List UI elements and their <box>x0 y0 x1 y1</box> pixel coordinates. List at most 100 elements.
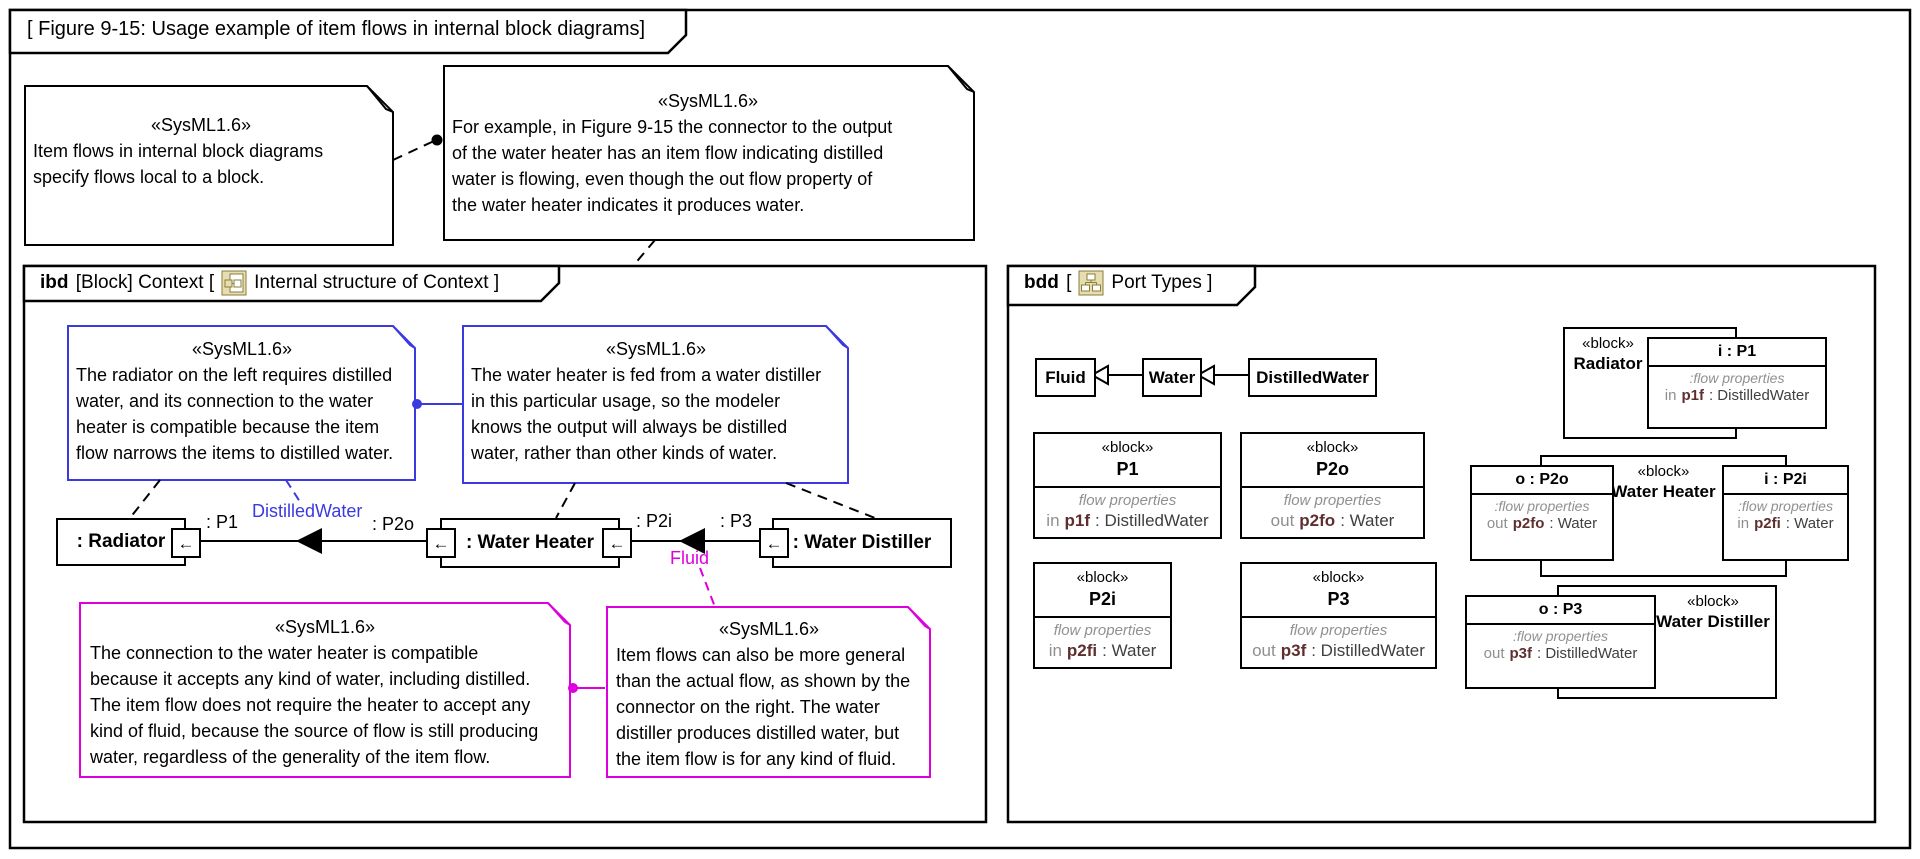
port-header: o : P3 <box>1467 597 1654 625</box>
stereotype: «SysML1.6» <box>718 619 820 639</box>
type-fluid: Fluid <box>1035 358 1096 397</box>
type-label: Fluid <box>1045 367 1086 387</box>
compartment-label: flow properties <box>1283 492 1382 509</box>
figure-title: [ Figure 9-15: Usage example of item flo… <box>27 18 646 40</box>
flow-in-arrow-icon: ← <box>608 533 626 553</box>
stereotype: «block» <box>1076 569 1129 586</box>
compartment-label: flow properties <box>1289 622 1388 639</box>
note-line: The water heater is fed from a water dis… <box>471 365 822 385</box>
note-item-flows-local: «SysML1.6» Item flows in internal block … <box>33 112 369 190</box>
note-shape-blue-left <box>67 325 416 481</box>
block-name: Water Heater <box>1611 482 1716 501</box>
bdd-tab: bdd [ Port Types ] <box>1024 270 1212 296</box>
stereotype: «block» <box>1312 569 1365 586</box>
note-item-flows-general: «SysML1.6» Item flows can also be more g… <box>616 616 922 772</box>
bdd-tab-title: Port Types ] <box>1111 272 1213 293</box>
part-water-heater: : Water Heater <box>440 518 620 568</box>
note-line: flow narrows the items to distilled wate… <box>76 443 394 463</box>
note-line: knows the output will always be distille… <box>471 417 788 437</box>
flow-in-arrow-icon: ← <box>177 533 195 553</box>
note-shape-top-right <box>443 65 975 241</box>
note-shape-top-left <box>24 85 394 246</box>
port-header: i : P1 <box>1649 339 1825 367</box>
part-water-distiller: : Water Distiller <box>772 518 952 568</box>
port-header: i : P2i <box>1724 467 1847 495</box>
compartment-label: flow properties <box>1078 492 1177 509</box>
stereotype: «SysML1.6» <box>274 617 376 637</box>
stereotype: «SysML1.6» <box>657 91 759 111</box>
note-line: because it accepts any kind of water, in… <box>90 669 531 689</box>
part-radiator: : Radiator <box>56 518 186 566</box>
note-line: The radiator on the left requires distil… <box>76 365 393 385</box>
type-label: DistilledWater <box>1256 367 1369 387</box>
note-connection-compatible: «SysML1.6» The connection to the water h… <box>90 614 560 770</box>
item-flow-label-fluid: Fluid <box>670 548 710 568</box>
compartment-label: :flow properties <box>1689 370 1785 386</box>
note-line: than the actual flow, as shown by the <box>616 671 911 691</box>
block-name: P2o <box>1315 459 1349 479</box>
port-header: o : P2o <box>1472 467 1612 495</box>
stereotype: «block» <box>1101 439 1154 456</box>
block-diagram-icon <box>1078 270 1104 296</box>
stereotype: «block» <box>1582 335 1634 352</box>
compartment-label: :flow properties <box>1494 498 1590 514</box>
ibd-tab-title: Internal structure of Context ] <box>254 272 500 293</box>
block-name: Radiator <box>1573 354 1643 373</box>
block-name: P3 <box>1327 589 1350 609</box>
note-shape-magenta-right <box>606 606 931 778</box>
note-line: specify flows local to a block. <box>33 167 265 187</box>
ibd-panel-frame <box>22 264 988 824</box>
note-radiator-requires: «SysML1.6» The radiator on the left requ… <box>76 336 408 466</box>
note-shape-magenta-left <box>79 602 571 778</box>
port-p1: ← <box>171 528 201 558</box>
note-line: For example, in Figure 9-15 the connecto… <box>452 117 893 137</box>
flow-in-arrow-icon: ← <box>765 533 783 553</box>
note-line: water, regardless of the generality of t… <box>90 747 491 767</box>
type-distilledwater: DistilledWater <box>1248 358 1377 397</box>
note-for-example: «SysML1.6» For example, in Figure 9-15 t… <box>452 88 964 218</box>
type-water: Water <box>1142 358 1202 397</box>
block-name: P2i <box>1088 589 1117 609</box>
ibd-tab: ibd [Block] Context [ Internal structure… <box>40 270 499 296</box>
note-line: in this particular usage, so the modeler <box>471 391 781 411</box>
note-line: Item flows in internal block diagrams <box>33 141 324 161</box>
part-label: : Water Heater <box>465 532 595 553</box>
bdd-keyword: bdd <box>1024 272 1059 293</box>
stereotype: «block» <box>1637 463 1690 480</box>
outer-frame <box>8 8 1912 850</box>
note-line: The item flow does not require the heate… <box>90 695 531 715</box>
note-line: kind of fluid, because the source of flo… <box>90 721 539 741</box>
item-flow-label-distilledwater: DistilledWater <box>252 501 363 521</box>
stereotype: «SysML1.6» <box>191 339 293 359</box>
port-p3: ← <box>759 528 789 558</box>
note-line: water, rather than other kinds of water. <box>471 443 778 463</box>
bdd-tab-open: [ <box>1060 272 1072 293</box>
internal-structure-icon <box>221 270 247 296</box>
port-label-p1: : P1 <box>206 512 239 532</box>
note-shape-blue-right <box>462 325 849 484</box>
note-anchors <box>129 134 876 693</box>
note-line: water, and its connection to the water <box>76 391 374 411</box>
block-name: Water Distiller <box>1656 612 1770 631</box>
type-label: Water <box>1148 367 1196 387</box>
port-p2o: ← <box>426 528 456 558</box>
note-line: heater is compatible because the item <box>76 417 380 437</box>
note-line: of the water heater has an item flow ind… <box>452 143 884 163</box>
port-label-p2i: : P2i <box>636 511 673 531</box>
note-line: water is flowing, even though the out fl… <box>452 169 873 189</box>
